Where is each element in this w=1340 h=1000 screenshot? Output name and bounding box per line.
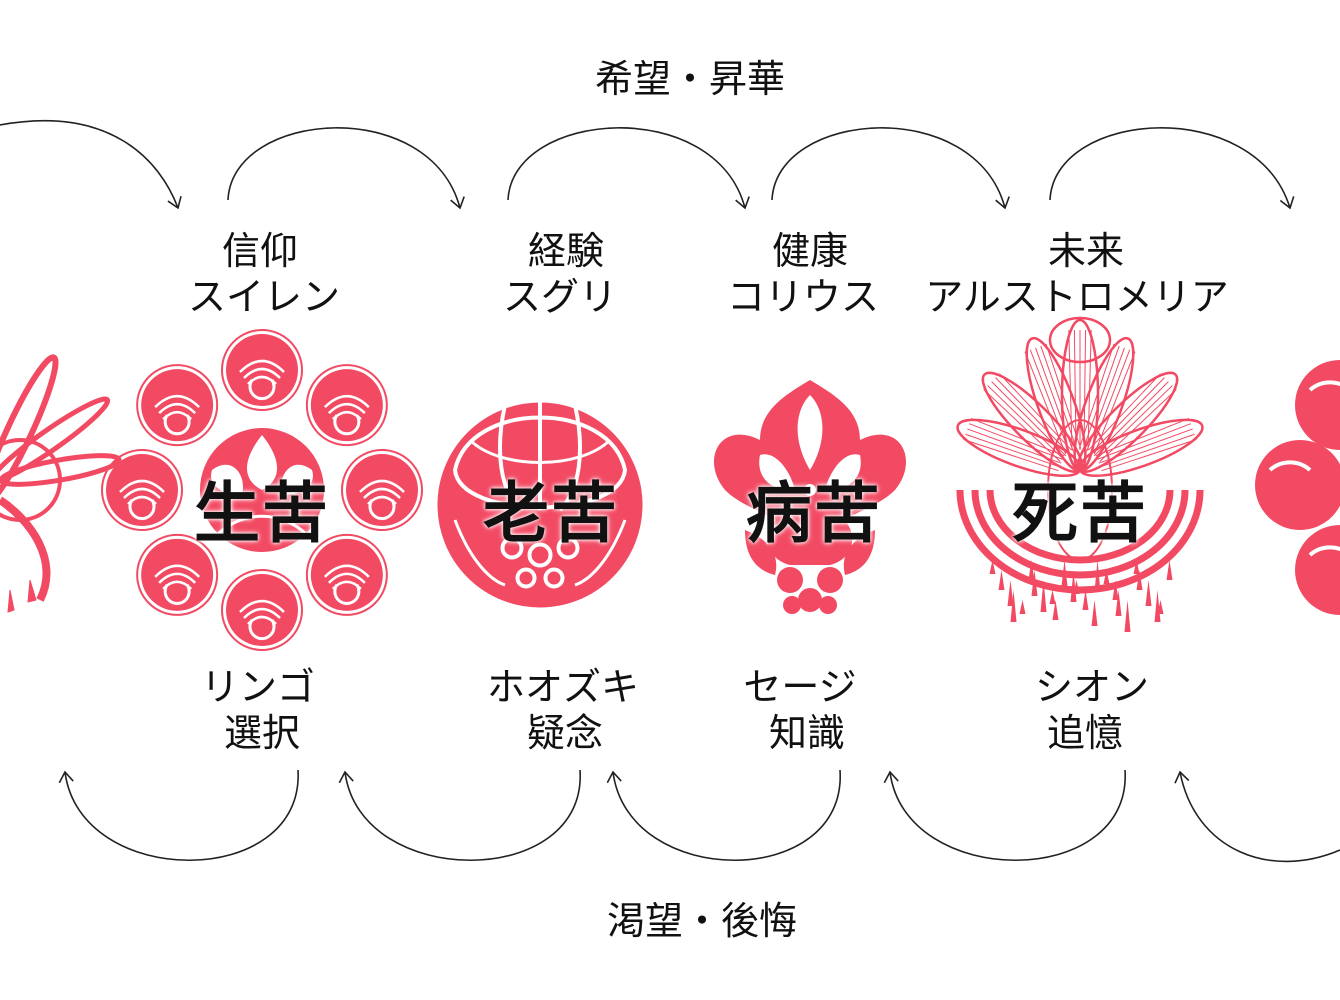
tomoe-ring-crest-icon: [101, 329, 423, 651]
flower-label: ホオズキ: [486, 665, 640, 709]
flower-label: セージ: [743, 665, 857, 709]
top-arrow-3: [507, 127, 750, 210]
bottom-arrow-3: [606, 769, 841, 862]
virtue-label: 未来: [1047, 229, 1125, 273]
flower-label: アルストロメリア: [925, 275, 1229, 319]
top-arrow-1: [0, 120, 182, 210]
top-arrow-4: [771, 127, 1010, 210]
leaf-flower-crest-icon: [713, 380, 907, 614]
bottom-arrow-1: [58, 769, 299, 862]
emblem-title: 老苦: [483, 474, 619, 552]
flower-label: スイレン: [187, 275, 341, 319]
top-arrows: [0, 120, 1295, 210]
tomoe-disc: [305, 533, 388, 616]
spider-lily-crest-icon: [956, 316, 1204, 632]
tomoe-disc: [221, 329, 303, 411]
tomoe-disc: [305, 364, 388, 447]
virtue-label: 健康: [771, 229, 849, 273]
flower-label: リンゴ: [200, 665, 316, 709]
tomoe-disc: [221, 569, 303, 651]
emotion-label: 知識: [768, 711, 846, 755]
top-arrow-5: [1049, 127, 1295, 210]
virtue-label: 経験: [527, 229, 605, 273]
emotion-label: 疑念: [526, 711, 604, 755]
emblem-title: 死苦: [1012, 474, 1148, 552]
flower-label: スグリ: [502, 275, 618, 319]
top-arrow-2: [227, 127, 465, 210]
flower-label: シオン: [1034, 665, 1150, 709]
edge-crest-right-icon: [1255, 360, 1340, 615]
tomoe-disc: [341, 449, 423, 531]
bottom-arrows: [58, 769, 1340, 863]
tomoe-disc: [101, 449, 183, 531]
emblem-title: 病苦: [746, 474, 882, 552]
bottom-heading: 渇望・後悔: [606, 899, 798, 943]
emotion-label: 選択: [223, 711, 301, 755]
tomoe-disc: [136, 533, 219, 616]
lantern-fruit-crest-icon: [437, 400, 643, 608]
bottom-arrow-2: [338, 769, 581, 862]
edge-crest-left-icon: [0, 354, 122, 613]
emblem-title: 生苦: [194, 474, 330, 552]
tomoe-disc: [136, 364, 219, 447]
bottom-arrow-5: [1174, 770, 1340, 863]
flower-label: コリウス: [726, 275, 880, 319]
emotion-label: 追憶: [1046, 711, 1124, 755]
bottom-arrow-4: [883, 769, 1126, 862]
top-heading: 希望・昇華: [594, 57, 786, 101]
virtue-label: 信仰: [221, 229, 299, 273]
